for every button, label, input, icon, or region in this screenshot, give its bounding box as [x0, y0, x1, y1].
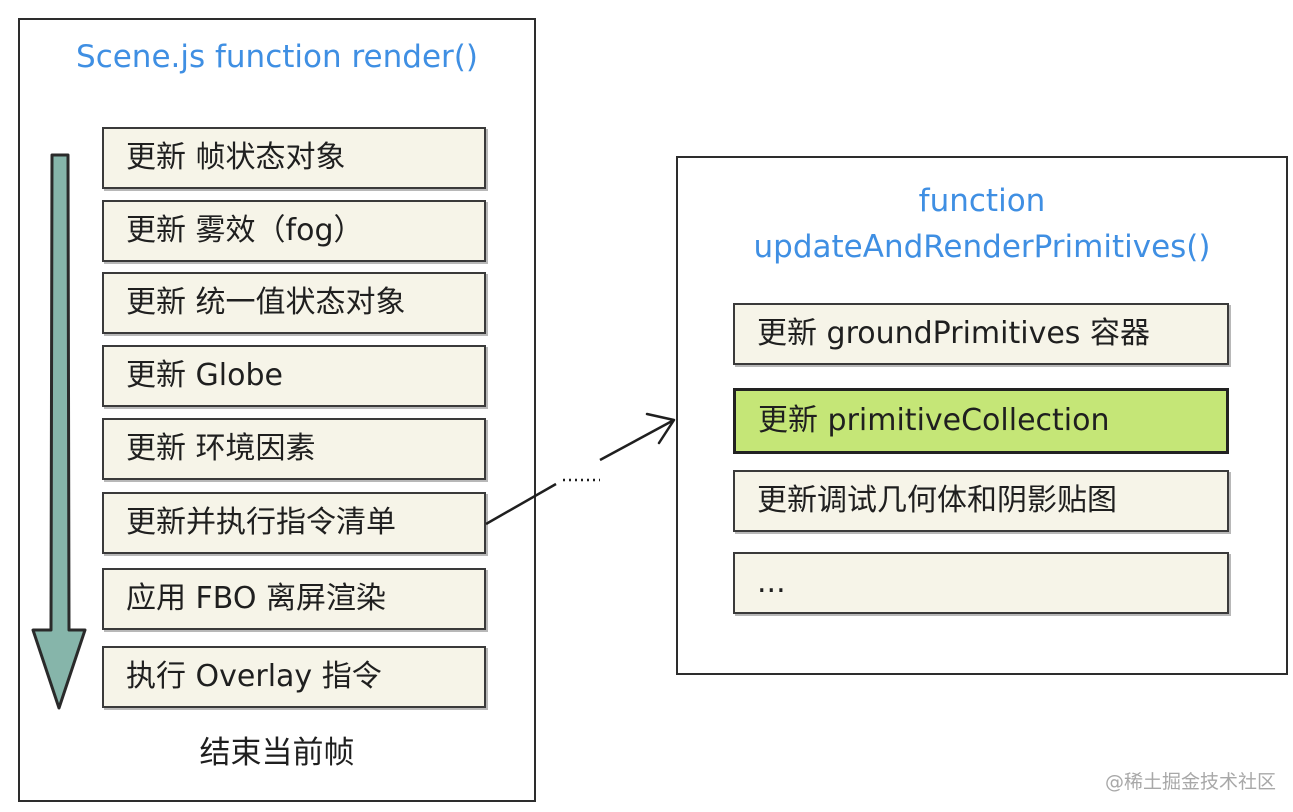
render-step-3: 更新 统一值状态对象	[102, 272, 486, 334]
render-step-6: 更新并执行指令清单	[102, 492, 486, 554]
render-function-title: Scene.js function render()	[76, 39, 478, 75]
watermark: @稀土掘金技术社区	[1105, 771, 1277, 793]
render-step-5: 更新 环境因素	[102, 418, 486, 480]
render-step-7: 应用 FBO 离屏渲染	[102, 568, 486, 630]
render-step-2: 更新 雾效（fog）	[102, 200, 486, 262]
primitives-step-4: ...	[733, 552, 1229, 614]
primitives-function-title-keyword: function	[918, 183, 1046, 219]
render-step-8: 执行 Overlay 指令	[102, 646, 486, 708]
render-step-1: 更新 帧状态对象	[102, 127, 486, 189]
primitives-step-2-highlighted: 更新 primitiveCollection	[733, 388, 1229, 454]
end-frame-label: 结束当前帧	[199, 735, 355, 771]
primitives-step-3: 更新调试几何体和阴影贴图	[733, 470, 1229, 532]
primitives-step-1: 更新 groundPrimitives 容器	[733, 303, 1229, 365]
primitives-function-title-name: updateAndRenderPrimitives()	[753, 229, 1211, 265]
render-step-4: 更新 Globe	[102, 345, 486, 407]
